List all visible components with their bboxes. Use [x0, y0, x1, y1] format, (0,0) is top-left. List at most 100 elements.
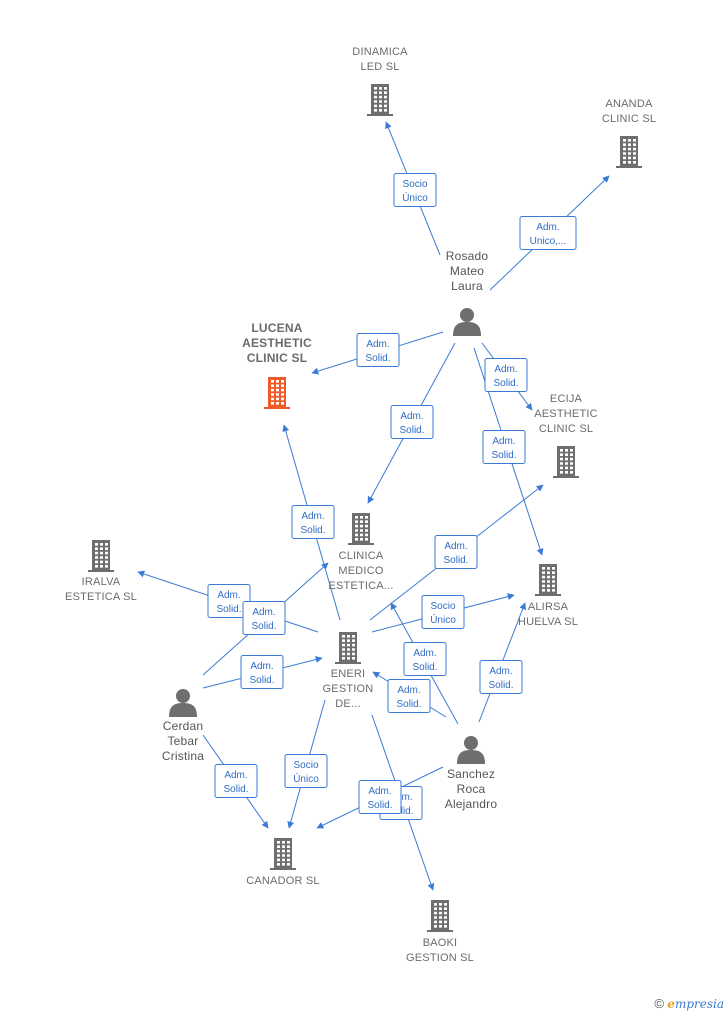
node-label: ESTETICA... [328, 580, 393, 592]
node-label: Cristina [162, 749, 204, 763]
edge-label-rosado-to-lucena[interactable]: Adm. Solid. [356, 333, 400, 367]
edge-label-text: Socio [430, 601, 455, 612]
edge-label-rosado-to-ecija[interactable]: Adm.Solid. [484, 358, 528, 392]
node-label: HUELVA SL [518, 616, 578, 628]
node-label: AESTHETIC [534, 408, 598, 420]
node-clinica[interactable]: CLINICAMEDICOESTETICA... [328, 513, 393, 592]
edge-label-text: Único [430, 613, 456, 626]
person-icon [457, 736, 485, 764]
building-icon [335, 632, 361, 664]
edge-label-text: Adm. [252, 607, 275, 618]
edge-label-text: Adm. [400, 411, 423, 422]
edge-label-cerdan-to-canador[interactable]: Adm.Solid. [214, 764, 258, 798]
node-label: CLINIC SL [602, 113, 656, 125]
node-label: Mateo [450, 264, 484, 278]
edge-label-text: Adm. [536, 222, 559, 233]
node-label: ESTETICA SL [65, 591, 137, 603]
node-label: IRALVA [82, 576, 121, 588]
node-alirsa[interactable]: ALIRSA HUELVA SL [518, 564, 578, 628]
footer-brand[interactable]: © empresia [654, 996, 724, 1011]
edge-label-text: Solid. [412, 662, 437, 673]
edge-label-box [519, 216, 577, 250]
node-label: CLINIC SL [539, 423, 593, 435]
node-label: GESTION SL [406, 952, 474, 964]
edge-label-box [434, 535, 478, 569]
node-label: ALIRSA [528, 601, 569, 613]
edge-label-cerdan-to-clinica[interactable]: Adm. Solid. [242, 601, 286, 635]
edge-label-text: Adm. [368, 786, 391, 797]
edge-label-text: Solid. [399, 425, 424, 436]
edge-label-rosado-to-alirsa[interactable]: Adm. Solid. [482, 430, 526, 464]
edge-label-cerdan-to-eneri[interactable]: Adm. Solid. [240, 655, 284, 689]
edge-label-text: Adm. [492, 436, 515, 447]
node-label: DINAMICA [352, 46, 408, 58]
edge-label-box [393, 173, 437, 207]
node-label: DE... [335, 698, 360, 710]
edge-label-text: Solid. [223, 784, 248, 795]
building-icon [270, 838, 296, 870]
brand-initial: e [667, 997, 675, 1011]
main-company-building-icon [264, 377, 290, 409]
edge-label-text: Solid. [491, 450, 516, 461]
edge-label-rosado-to-ananda[interactable]: Adm. Unico,... [519, 216, 577, 250]
edge-label-text: Adm. [217, 590, 240, 601]
edge-label-rosado-to-clinica[interactable]: Adm. Solid. [390, 405, 434, 439]
edge-label-text: Adm. [444, 541, 467, 552]
node-label: Laura [451, 279, 483, 293]
building-icon [553, 446, 579, 478]
building-icon [616, 136, 642, 168]
building-icon [427, 900, 453, 932]
edge-labels-layer: SocioÚnicoAdm.Unico,...Adm.Solid.Adm.Sol… [207, 173, 577, 820]
edge-label-box [240, 655, 284, 689]
edge-label-eneri-to-ecija[interactable]: Adm.Solid. [434, 535, 478, 569]
edge-label-text: Unico,... [530, 236, 567, 247]
edge-label-text: Adm. [413, 648, 436, 659]
node-label: CANADOR SL [246, 875, 320, 887]
person-icon [169, 689, 197, 717]
edge-label-sanchez-to-canador[interactable]: Adm.Solid. [358, 780, 402, 814]
edge-label-eneri-to-lucena[interactable]: Adm. Solid. [291, 505, 335, 539]
node-label: LUCENA [251, 321, 302, 335]
edge-label-text: Adm. [397, 685, 420, 696]
edge-label-text: Solid. [300, 525, 325, 536]
node-canador[interactable]: CANADOR SL [246, 838, 320, 887]
edge-label-text: Adm. [250, 661, 273, 672]
edge-label-box [291, 505, 335, 539]
edge-label-sanchez-to-alirsa[interactable]: Adm.Solid. [479, 660, 523, 694]
node-label: CLINIC SL [247, 351, 307, 365]
edge-label-box [390, 405, 434, 439]
edge-label-box [356, 333, 400, 367]
node-label: Tebar [167, 734, 198, 748]
node-label: GESTION [323, 683, 374, 695]
node-eneri[interactable]: ENERIGESTIONDE... [323, 632, 374, 710]
node-label: Alejandro [445, 797, 498, 811]
edge-label-text: Solid. [365, 353, 390, 364]
edge-label-text: Solid. [249, 675, 274, 686]
brand-name: mpresia [674, 997, 724, 1011]
node-label: CLINICA [339, 550, 384, 562]
building-icon [88, 540, 114, 572]
edge-label-sanchez-to-clinica[interactable]: Adm. Solid. [403, 642, 447, 676]
edge-label-text: Solid. [251, 621, 276, 632]
node-iralva[interactable]: IRALVA ESTETICA SL [65, 540, 137, 603]
node-label: Sanchez [447, 767, 495, 781]
node-label: Roca [457, 782, 486, 796]
edge-label-text: Adm. [301, 511, 324, 522]
edge-label-sanchez-to-eneri[interactable]: Adm.Solid. [387, 679, 431, 713]
edge-label-box [403, 642, 447, 676]
edge-label-text: Adm. [366, 339, 389, 350]
person-icon [453, 308, 481, 336]
